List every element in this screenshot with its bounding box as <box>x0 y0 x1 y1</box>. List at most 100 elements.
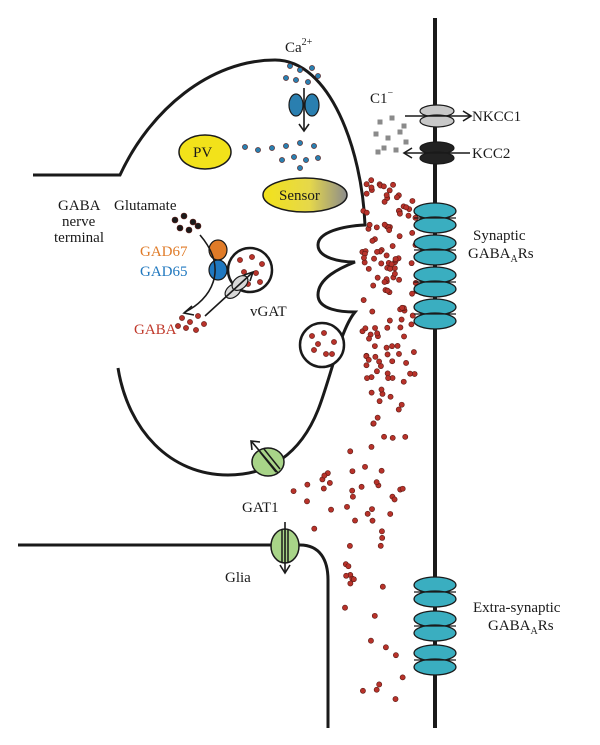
vesicle-gaba-molecule <box>321 330 327 336</box>
gaba-molecule <box>374 368 380 375</box>
calcium-ion <box>291 154 297 160</box>
gaba-molecule <box>175 323 181 329</box>
sensor-label: Sensor <box>279 188 320 204</box>
calcium-ion <box>255 147 261 153</box>
calcium-channel <box>288 88 320 133</box>
gaba-molecule <box>376 398 383 405</box>
gaba-molecule <box>386 187 393 194</box>
extra-synaptic-label-2: GABAARs <box>488 618 554 637</box>
synaptic-gabaa-receptors <box>413 202 457 330</box>
gaba-molecule <box>347 542 353 549</box>
gaba-molecule <box>378 260 385 267</box>
synaptic-receptor <box>413 266 457 298</box>
gaba-molecule <box>290 488 297 495</box>
gaba-molecule <box>369 517 376 524</box>
gaba-molecule <box>352 517 358 524</box>
gaba-molecule <box>373 479 380 486</box>
gaba-molecule <box>349 468 356 475</box>
conversion-arrow <box>184 234 216 313</box>
gaba-molecule <box>193 327 199 333</box>
calcium-ion <box>279 157 285 163</box>
chloride-ion <box>373 131 379 137</box>
gaba-molecule <box>360 297 367 303</box>
gaba-molecule <box>368 389 375 396</box>
gaba-molecule <box>343 572 350 579</box>
glia-membrane <box>18 543 330 728</box>
gaba-molecule <box>390 181 396 188</box>
gaba-molecule <box>370 420 377 427</box>
gaba-molecule <box>364 510 371 517</box>
calcium-ion <box>283 143 289 149</box>
glutamate-molecule <box>189 218 197 226</box>
vesicle-gaba-molecule <box>237 257 243 263</box>
gaba-molecule <box>342 604 348 611</box>
gaba-molecule <box>374 414 381 421</box>
gaba-molecule <box>376 358 383 365</box>
gaba-molecule <box>369 237 376 244</box>
gaba-molecule <box>361 254 367 261</box>
gaba-molecule <box>374 248 380 255</box>
synaptic-receptor <box>413 202 457 234</box>
vesicle-gaba-molecule <box>331 339 337 345</box>
ca-label: Ca2+ <box>285 37 313 56</box>
gaba-molecules-cleft <box>290 177 420 702</box>
gaba-molecule <box>363 190 370 197</box>
gaba-molecules-cytoplasm <box>175 313 207 333</box>
gaba-molecule <box>389 434 396 441</box>
gaba-molecule <box>405 212 412 219</box>
gaba-label: GABA <box>134 322 177 338</box>
chloride-ion <box>397 129 403 135</box>
gaba-molecule <box>371 343 378 350</box>
gaba-molecule <box>372 353 379 360</box>
gaba-molecule <box>382 644 389 651</box>
gaba-molecule <box>389 243 396 249</box>
pv-label: PV <box>193 145 212 161</box>
gaba-molecule <box>362 463 368 470</box>
gaba-molecule <box>366 335 372 342</box>
gaba-molecule <box>373 686 380 693</box>
gaba-molecule <box>350 493 356 500</box>
gaba-molecule <box>179 315 185 321</box>
gaba-molecule <box>361 259 368 266</box>
gaba-molecule <box>383 252 390 259</box>
gaba-molecule <box>344 503 350 510</box>
gaba-molecule <box>403 360 409 366</box>
synaptic-label-2: GABAARs <box>468 246 534 265</box>
glial-gat-transporter <box>270 522 300 575</box>
gaba-molecule <box>403 204 410 211</box>
gaba-molecule <box>394 194 400 201</box>
gaba-molecule <box>408 321 415 328</box>
gaba-molecule <box>396 351 402 357</box>
gat1-transporter <box>250 440 285 477</box>
gaba-molecule <box>392 256 399 262</box>
gaba-molecule <box>386 227 393 234</box>
kcc2-label: KCC2 <box>472 146 510 162</box>
calcium-ion <box>309 65 315 71</box>
gaba-molecule <box>347 448 354 455</box>
gaba-molecule <box>392 696 399 702</box>
glutamate-molecule <box>180 212 188 220</box>
presynaptic-inner-arc <box>114 200 122 315</box>
chloride-ion <box>401 123 407 129</box>
calcium-ion <box>283 75 289 81</box>
gaba-molecule <box>328 506 334 513</box>
glutamate-molecule <box>194 222 202 230</box>
gaba-molecule <box>377 542 384 549</box>
chloride-ion <box>381 145 387 151</box>
vgat-transporter <box>204 270 255 317</box>
glutamate-molecule <box>171 216 179 224</box>
gad67-enzyme <box>208 239 228 261</box>
gaba-molecule <box>389 358 396 365</box>
gaba-molecule <box>398 401 405 408</box>
gaba-molecule <box>402 433 409 440</box>
calcium-ion <box>297 165 303 171</box>
vgat-label: vGAT <box>250 304 287 320</box>
gaba-molecule <box>399 485 406 492</box>
glutamate-molecule <box>185 226 193 234</box>
gaba-molecule <box>397 210 403 217</box>
calcium-ion <box>287 63 293 69</box>
gaba-molecule <box>409 229 416 236</box>
gaba-molecule <box>349 487 356 494</box>
chloride-ion <box>375 149 381 155</box>
gaba-molecule <box>369 308 376 315</box>
